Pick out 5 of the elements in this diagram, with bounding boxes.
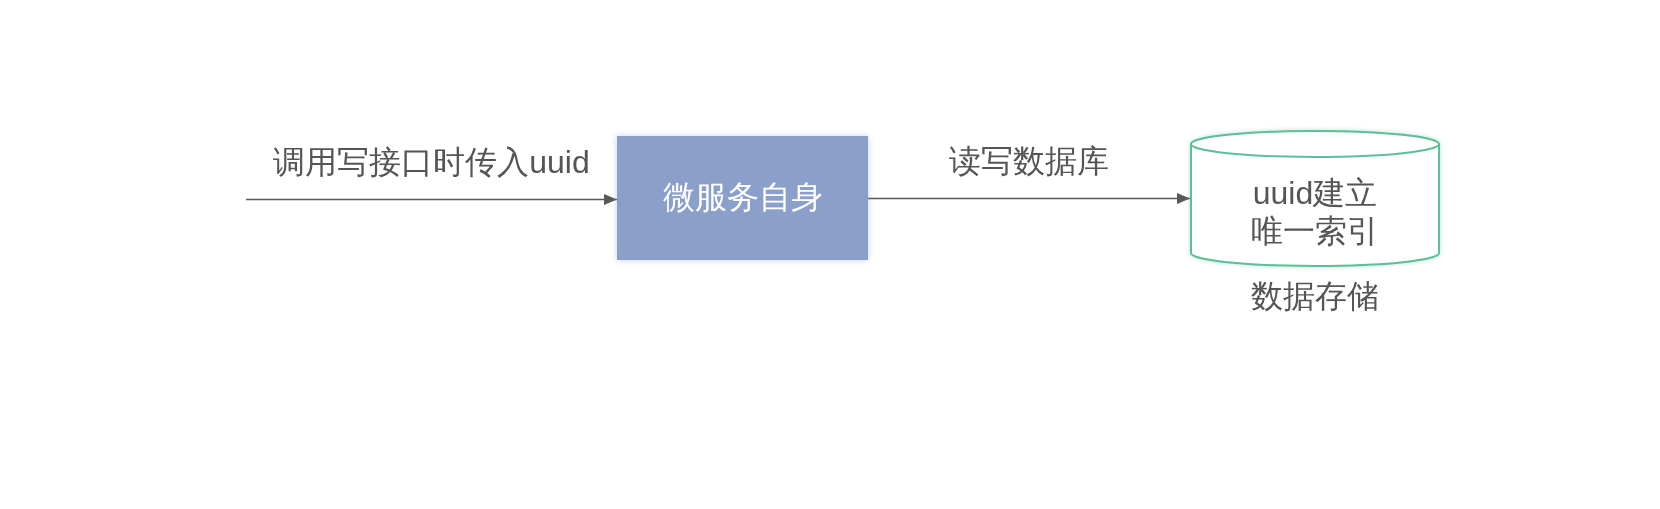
arrow: [867, 193, 1191, 204]
node-label: 数据存储: [1251, 277, 1379, 316]
database-cylinder: uuid建立唯一索引: [1190, 130, 1440, 267]
process-box: 微服务自身: [617, 136, 868, 260]
arrow: [245, 194, 618, 205]
